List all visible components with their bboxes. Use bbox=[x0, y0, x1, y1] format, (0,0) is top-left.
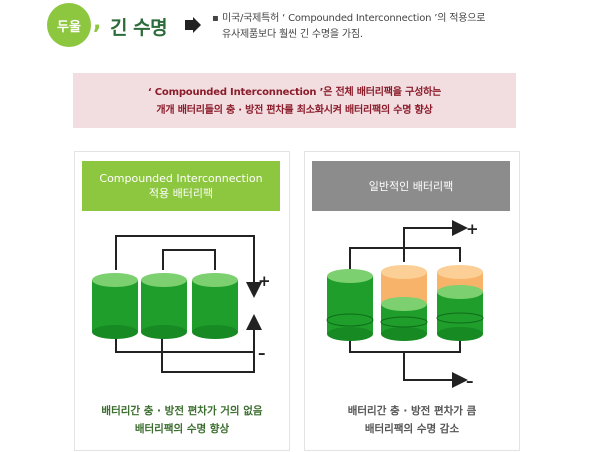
standard-top-wire bbox=[403, 220, 468, 262]
compounded-pack-header: Compounded Interconnection 적용 배터리팩 bbox=[82, 161, 280, 211]
badge-text: 두울 bbox=[57, 19, 81, 35]
compounded-plus-terminal: + bbox=[258, 272, 271, 290]
compounded-minus-terminal: – bbox=[258, 344, 266, 362]
compounded-battery-cell bbox=[92, 273, 138, 339]
standard-minus-terminal: – bbox=[466, 372, 474, 390]
standard-plus-terminal: + bbox=[466, 220, 479, 238]
compounded-header-line-1: Compounded Interconnection bbox=[99, 172, 263, 185]
standard-header-label: 일반적인 배터리팩 bbox=[368, 179, 454, 193]
standard-pack-header: 일반적인 배터리팩 bbox=[312, 161, 510, 211]
compounded-battery-cell bbox=[192, 273, 238, 339]
note-line-1: 미국/국제특허 ‘ Compounded Interconnection ’의 … bbox=[222, 13, 486, 24]
standard-caption-2: 배터리팩의 수명 감소 bbox=[364, 423, 460, 435]
standard-battery-cell bbox=[436, 265, 484, 341]
title-badge: 두울 bbox=[47, 3, 91, 47]
note-line-2: 유사제품보다 훨씬 긴 수명을 가짐. bbox=[222, 29, 363, 40]
compounded-top-wire bbox=[115, 235, 262, 298]
badge-comma: , bbox=[93, 10, 102, 35]
compounded-outer-bottom-wire bbox=[161, 334, 255, 373]
compounded-caption-2: 배터리팩의 수명 향상 bbox=[134, 423, 230, 435]
compounded-header-line-2: 적용 배터리팩 bbox=[148, 187, 214, 200]
standard-battery-cell bbox=[380, 265, 428, 341]
page-title: 긴 수명 bbox=[110, 17, 168, 39]
standard-inner-top-wire bbox=[349, 247, 461, 270]
compounded-wiring bbox=[115, 235, 262, 373]
bullet-icon: ▪ bbox=[212, 13, 219, 24]
standard-battery-cell bbox=[326, 269, 374, 341]
compounded-inner-top-wire bbox=[162, 249, 216, 270]
standard-caption-1: 배터리간 충 · 방전 편차가 큼 bbox=[347, 405, 477, 417]
banner-line-2: 개개 배터리들의 충 · 방전 편차를 최소화시켜 배터리팩의 수명 향상 bbox=[156, 105, 433, 116]
patent-note: ▪ 미국/국제특허 ‘ Compounded Interconnection ’… bbox=[212, 11, 485, 43]
standard-output-wire bbox=[403, 352, 468, 388]
banner-line-1: ‘ Compounded Interconnection ’은 전체 배터리팩을… bbox=[147, 87, 442, 98]
compounded-battery-cell bbox=[141, 273, 187, 339]
standard-wiring bbox=[349, 220, 468, 388]
compounded-caption-1: 배터리간 충 · 방전 편차가 거의 없음 bbox=[101, 405, 263, 417]
summary-banner: ‘ Compounded Interconnection ’은 전체 배터리팩을… bbox=[73, 73, 516, 128]
arrow-right-icon bbox=[185, 17, 201, 33]
